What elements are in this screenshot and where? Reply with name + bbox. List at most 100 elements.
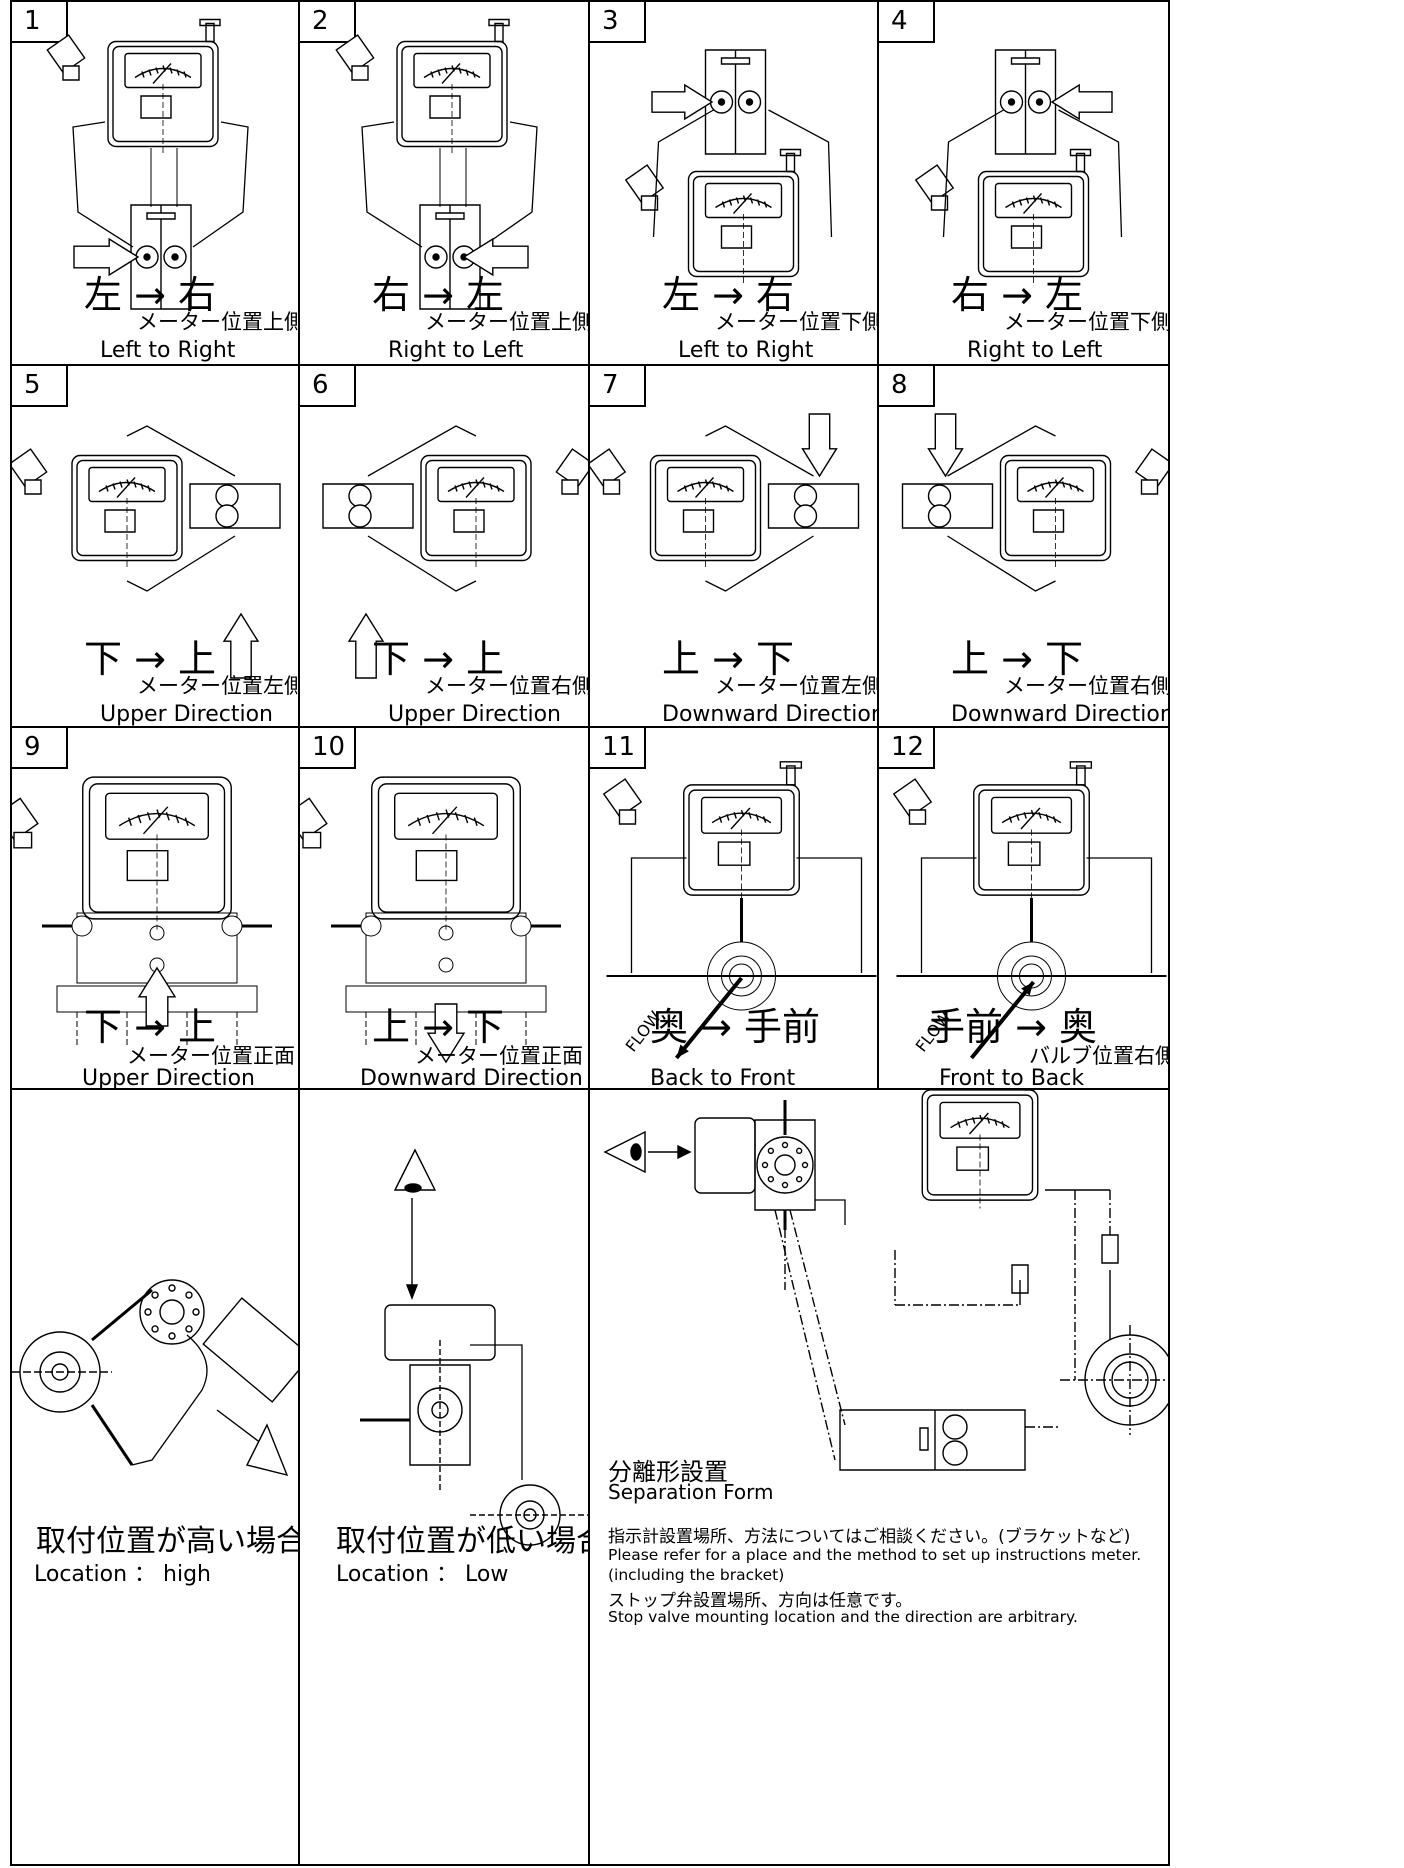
impulse-pipe bbox=[73, 122, 133, 247]
impulse-pipe bbox=[922, 858, 977, 973]
terminal-box bbox=[336, 35, 373, 80]
direction-label: 左 → 右 bbox=[84, 273, 216, 317]
impulse-pipe bbox=[132, 1335, 207, 1465]
sensor-block bbox=[996, 50, 1056, 154]
impulse-pipe bbox=[193, 122, 248, 247]
english-direction-label: Back to Front bbox=[650, 1066, 796, 1090]
direction-label: 奥 → 手前 bbox=[650, 1005, 820, 1049]
installation-drawing: FLOW bbox=[879, 728, 1170, 1090]
terminal-box bbox=[916, 165, 953, 210]
direction-label: 手前 → 奥 bbox=[927, 1005, 1097, 1049]
installation-drawing bbox=[879, 366, 1168, 728]
flow-arrow bbox=[139, 968, 175, 1026]
english-direction-label: Right to Left bbox=[967, 338, 1103, 363]
indicator-meter bbox=[108, 20, 220, 155]
meter-position-label: バルブ位置右側 bbox=[1029, 1044, 1170, 1068]
low-location-drawing bbox=[300, 1090, 590, 1610]
meter-position-label: メーター位置右側 bbox=[425, 674, 590, 698]
meter-position-label: メーター位置上側 bbox=[425, 310, 590, 334]
terminal-box bbox=[12, 449, 47, 494]
flow-arrow bbox=[349, 614, 383, 678]
impulse-pipe bbox=[362, 122, 422, 247]
terminal-box bbox=[1136, 449, 1168, 494]
indicator-meter bbox=[689, 150, 801, 285]
impulse-pipe bbox=[127, 536, 235, 591]
high-location-drawing bbox=[12, 1090, 300, 1610]
sensor-block bbox=[706, 50, 766, 154]
meter-position-label: メーター位置右側 bbox=[1004, 674, 1170, 698]
diagram-cell-6: 6 下 → 上メーター位置右側 Upper Direction bbox=[298, 364, 590, 728]
direction-label: 上 → 下 bbox=[372, 1005, 504, 1049]
english-direction-label: Downward Direction bbox=[662, 702, 879, 727]
installation-drawing bbox=[300, 2, 590, 366]
english-direction-label: Downward Direction bbox=[360, 1066, 583, 1090]
indicator-meter bbox=[922, 1090, 1040, 1209]
installation-drawing bbox=[590, 366, 879, 728]
impulse-pipe bbox=[127, 426, 235, 476]
installation-drawing bbox=[300, 728, 590, 1090]
low-location-jp: 取付位置が低い場合 bbox=[336, 1524, 590, 1559]
cell-number: 11 bbox=[590, 728, 646, 769]
flow-arrow bbox=[224, 614, 258, 678]
direction-label: 左 → 右 bbox=[662, 273, 794, 317]
note2-en: Stop valve mounting location and the dir… bbox=[608, 1608, 1078, 1626]
terminal-box bbox=[300, 798, 327, 847]
meter-position-label: メーター位置左側 bbox=[715, 674, 879, 698]
note1-jp: 指示計設置場所、方法についてはご相談ください。(ブラケットなど) bbox=[608, 1527, 1131, 1547]
high-location-en: Location ： high bbox=[34, 1562, 211, 1587]
terminal-box bbox=[590, 449, 625, 494]
installation-drawing bbox=[879, 2, 1170, 366]
installation-drawing bbox=[12, 2, 300, 366]
impulse-pipe bbox=[797, 858, 862, 973]
sensor-block bbox=[769, 484, 859, 528]
english-direction-label: Upper Direction bbox=[82, 1066, 255, 1090]
sensor-block bbox=[131, 205, 191, 309]
sensor-block bbox=[190, 484, 280, 528]
direction-label: 下 → 上 bbox=[372, 637, 504, 681]
impulse-pipe bbox=[1087, 858, 1152, 973]
english-direction-label: Left to Right bbox=[678, 338, 814, 363]
cell-number: 12 bbox=[879, 728, 935, 769]
cell-number: 5 bbox=[12, 366, 68, 407]
cell-number: 6 bbox=[300, 366, 356, 407]
high-location-cell: 取付位置が高い場合 Location ： high bbox=[10, 1088, 300, 1866]
direction-label: 上 → 下 bbox=[951, 637, 1083, 681]
meter-position-label: メーター位置正面 bbox=[127, 1044, 295, 1068]
meter-position-label: メーター位置下側 bbox=[1004, 310, 1170, 334]
terminal-box bbox=[12, 798, 38, 847]
installation-drawing bbox=[590, 2, 879, 366]
flow-arrow bbox=[1052, 85, 1112, 119]
note1-en: Please refer for a place and the method … bbox=[608, 1546, 1142, 1564]
note1-en-2: (including the bracket) bbox=[608, 1566, 785, 1584]
impulse-pipe bbox=[470, 1345, 522, 1480]
english-direction-label: Upper Direction bbox=[388, 702, 561, 727]
indicator-meter bbox=[72, 456, 182, 569]
high-location-jp: 取付位置が高い場合 bbox=[36, 1524, 300, 1559]
cell-number: 3 bbox=[590, 2, 646, 43]
indicator-meter bbox=[421, 456, 531, 569]
impulse-pipe bbox=[368, 426, 476, 476]
installation-drawing bbox=[12, 366, 300, 728]
terminal-box bbox=[894, 779, 931, 824]
installation-drawing bbox=[12, 728, 300, 1090]
direction-label: 下 → 上 bbox=[84, 637, 216, 681]
sensor-block bbox=[323, 484, 413, 528]
direction-label: 右 → 左 bbox=[951, 273, 1083, 317]
installation-drawing bbox=[300, 366, 588, 728]
impulse-pipe bbox=[368, 536, 476, 591]
flow-arrow bbox=[464, 239, 528, 275]
english-direction-label: Upper Direction bbox=[100, 702, 273, 727]
cell-number: 1 bbox=[12, 2, 68, 43]
